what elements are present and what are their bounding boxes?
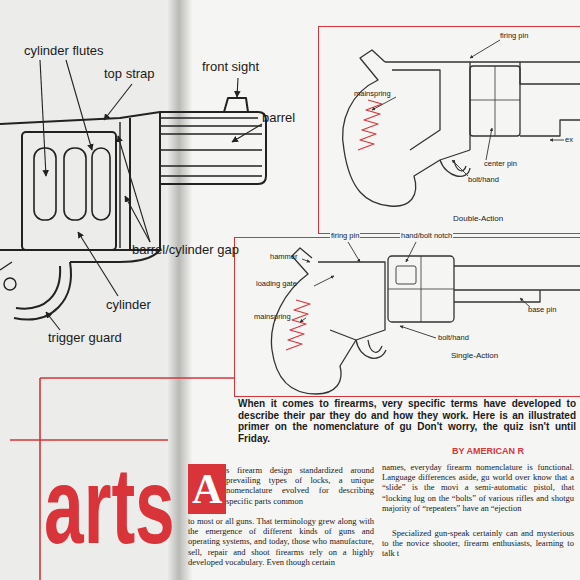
part-label: hand/bolt notch	[400, 232, 453, 241]
part-label: mainspring	[254, 313, 291, 322]
drop-cap: A	[192, 468, 222, 510]
part-label: barrel/cylinder gap	[132, 243, 239, 258]
part-label: trigger guard	[48, 331, 122, 346]
headline: arts	[44, 452, 175, 560]
panel-caption: Single-Action	[451, 352, 498, 360]
panel-caption: Double-Action	[453, 215, 503, 223]
part-label: loading gate	[256, 280, 297, 289]
part-label: top strap	[104, 67, 155, 82]
part-label: center pin	[484, 160, 517, 169]
part-label: front sight	[202, 60, 259, 75]
part-label: firing pin	[500, 32, 528, 41]
body-text: s firearm design standardized around pre…	[226, 465, 374, 506]
body-text: Specialized gun-speak certainly can and …	[382, 528, 574, 559]
part-label: cylinder flutes	[24, 44, 103, 59]
drop-cap-box: A	[188, 464, 226, 514]
part-label: hammer	[270, 253, 298, 262]
byline: BY AMERICAN R	[452, 446, 524, 456]
intro-text: When it comes to firearms, very specific…	[238, 398, 576, 444]
body-text: names, everyday firearm nomenclature is …	[382, 462, 574, 513]
part-label: bolt/hand	[438, 334, 469, 343]
part-label: cylinder	[106, 298, 151, 313]
part-label: mainspring	[354, 90, 391, 99]
diagram-panel: Double-Action	[318, 26, 580, 234]
part-label: bolt/hand	[468, 176, 499, 185]
part-label: barrel	[262, 111, 295, 126]
part-label: base pin	[528, 306, 556, 315]
body-text: to most or all guns. That terminology gr…	[188, 516, 374, 567]
part-label: firing pin	[330, 232, 360, 241]
part-label: ex	[565, 136, 573, 145]
